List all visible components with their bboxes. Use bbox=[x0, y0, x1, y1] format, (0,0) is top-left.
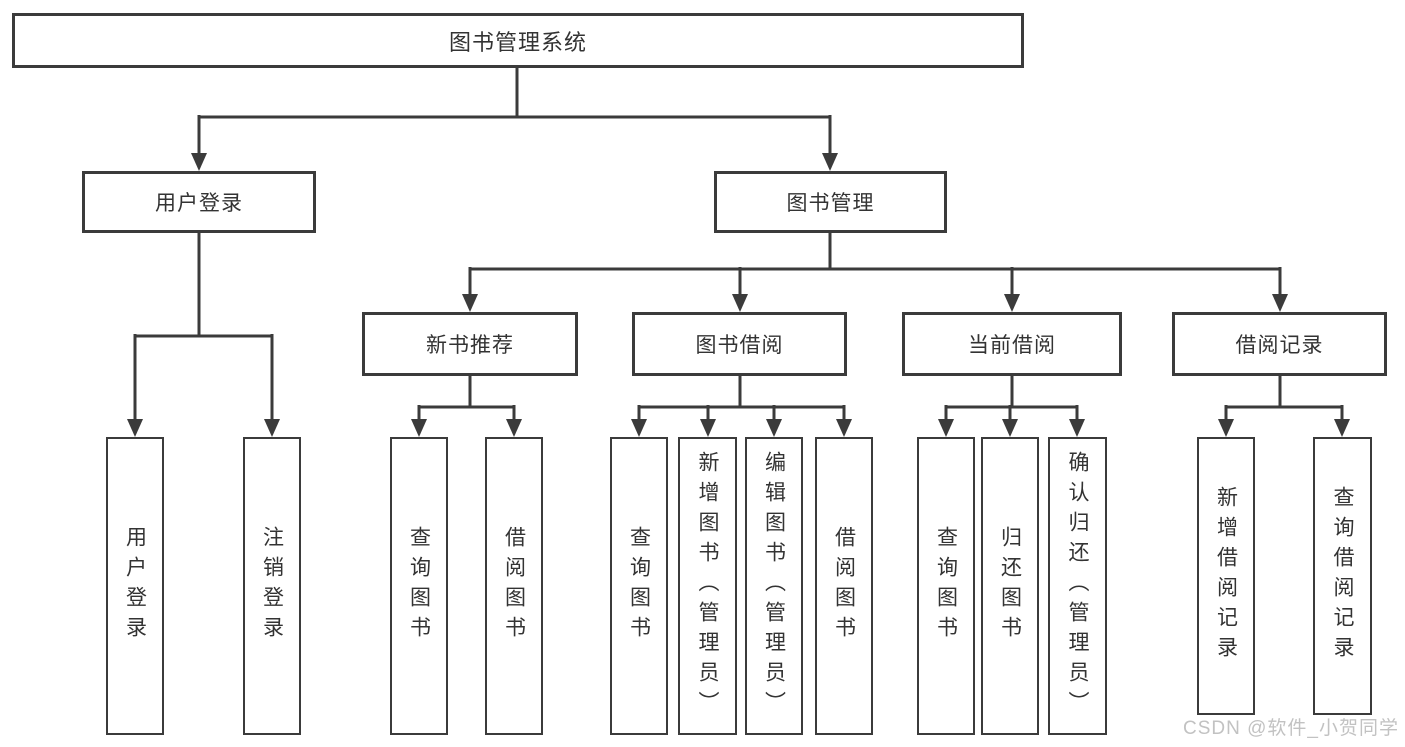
node-root-system: 图书管理系统 bbox=[12, 13, 1024, 68]
arrowhead-icon bbox=[1218, 419, 1234, 437]
leaf-label: 注销登录 bbox=[260, 526, 284, 646]
arrowhead-icon bbox=[127, 419, 143, 437]
leaf-query-borrow-record: 查询借阅记录 bbox=[1313, 437, 1372, 715]
arrowhead-icon bbox=[766, 419, 782, 437]
arrowhead-icon bbox=[631, 419, 647, 437]
node-book-management: 图书管理 bbox=[714, 171, 947, 233]
leaf-label: 借阅图书 bbox=[832, 526, 856, 646]
leaf-user-login: 用户登录 bbox=[106, 437, 164, 735]
connector-management bbox=[468, 231, 1282, 296]
connector-records bbox=[1224, 374, 1344, 421]
leaf-label: 确认归还（管理员） bbox=[1066, 451, 1089, 721]
arrowhead-icon bbox=[411, 419, 427, 437]
leaf-add-borrow-record: 新增借阅记录 bbox=[1197, 437, 1255, 715]
leaf-label: 用户登录 bbox=[123, 526, 147, 646]
leaf-logout: 注销登录 bbox=[243, 437, 301, 735]
leaf-return-book: 归还图书 bbox=[981, 437, 1039, 735]
leaf-query-book-newbook: 查询图书 bbox=[390, 437, 448, 735]
leaf-label: 编辑图书（管理员） bbox=[762, 451, 786, 721]
arrowhead-icon bbox=[836, 419, 852, 437]
arrowhead-icon bbox=[700, 419, 716, 437]
arrowhead-icon bbox=[462, 294, 478, 312]
arrowhead-icon bbox=[822, 153, 838, 171]
node-borrowing-records: 借阅记录 bbox=[1172, 312, 1387, 376]
csdn-watermark: CSDN @软件_小贺同学 bbox=[1183, 718, 1399, 739]
node-user-login: 用户登录 bbox=[82, 171, 316, 233]
connector-current bbox=[944, 374, 1079, 421]
leaf-borrow-book-newbook: 借阅图书 bbox=[485, 437, 543, 735]
leaf-label: 查询图书 bbox=[934, 526, 958, 646]
node-book-borrowing: 图书借阅 bbox=[632, 312, 847, 376]
arrowhead-icon bbox=[1004, 294, 1020, 312]
arrowhead-icon bbox=[1272, 294, 1288, 312]
arrowhead-icon bbox=[1002, 419, 1018, 437]
node-current-borrowing: 当前借阅 bbox=[902, 312, 1122, 376]
leaf-label: 归还图书 bbox=[998, 526, 1022, 646]
leaf-label: 查询借阅记录 bbox=[1331, 486, 1354, 666]
connector-login bbox=[133, 231, 274, 421]
leaf-confirm-return-admin: 确认归还（管理员） bbox=[1048, 437, 1107, 735]
node-new-book-recommend: 新书推荐 bbox=[362, 312, 578, 376]
leaf-label: 查询图书 bbox=[407, 526, 431, 646]
arrowhead-icon bbox=[264, 419, 280, 437]
arrowhead-icon bbox=[1334, 419, 1350, 437]
connector-borrow bbox=[637, 374, 846, 421]
leaf-borrow-book: 借阅图书 bbox=[815, 437, 873, 735]
arrowhead-icon bbox=[938, 419, 954, 437]
arrowhead-icon bbox=[506, 419, 522, 437]
arrowhead-icon bbox=[1069, 419, 1085, 437]
leaf-label: 查询图书 bbox=[627, 526, 651, 646]
connector-newbook bbox=[417, 374, 516, 421]
leaf-edit-book-admin: 编辑图书（管理员） bbox=[745, 437, 803, 735]
leaf-label: 新增图书（管理员） bbox=[696, 451, 719, 721]
leaf-label: 新增借阅记录 bbox=[1214, 486, 1238, 666]
arrowhead-icon bbox=[732, 294, 748, 312]
leaf-label: 借阅图书 bbox=[502, 526, 526, 646]
leaf-query-book-borrow: 查询图书 bbox=[610, 437, 668, 735]
leaf-query-book-current: 查询图书 bbox=[917, 437, 975, 735]
connector-root bbox=[197, 66, 832, 154]
leaf-add-book-admin: 新增图书（管理员） bbox=[678, 437, 737, 735]
arrowhead-icon bbox=[191, 153, 207, 171]
